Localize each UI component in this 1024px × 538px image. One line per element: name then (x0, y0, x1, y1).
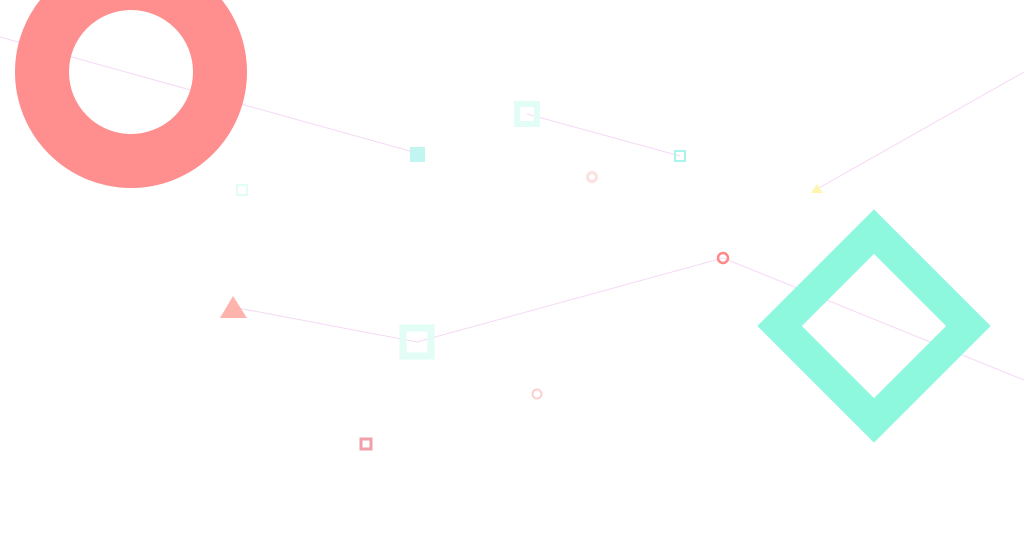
connector-line (232, 257, 1024, 381)
hollow-square-shape (514, 101, 540, 127)
ring-shape (586, 171, 598, 183)
hollow-square-shape (359, 437, 373, 451)
ring-shape (716, 251, 730, 265)
triangle-shape (811, 184, 823, 193)
hollow-square-shape (674, 150, 686, 162)
triangle-shape (220, 296, 247, 318)
large-diamond-shape (757, 209, 991, 443)
hollow-square-shape (399, 324, 435, 360)
large-ring-shape (15, 0, 247, 188)
connector-line (526, 113, 681, 157)
ring-shape (531, 388, 543, 400)
filled-square-shape (410, 147, 425, 162)
hollow-square-shape (236, 184, 248, 196)
connector-line (816, 71, 1024, 190)
